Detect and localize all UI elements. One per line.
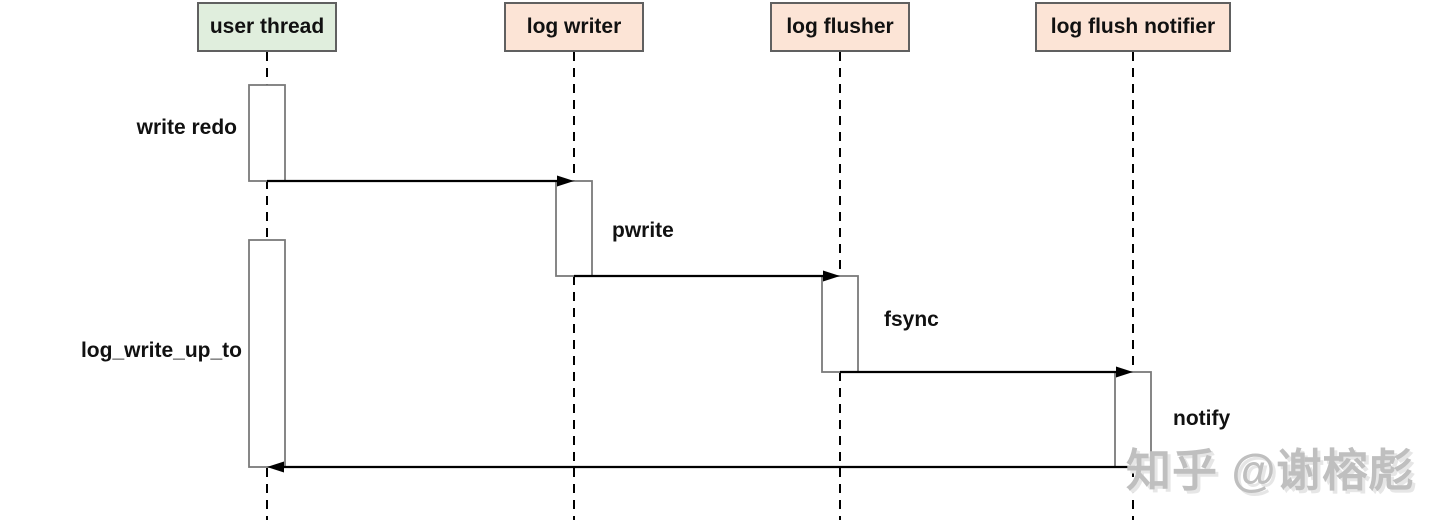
- label-write-redo: write redo: [136, 116, 237, 139]
- arrowhead-right-icon: [823, 270, 840, 282]
- label-pwrite: pwrite: [612, 219, 674, 242]
- arrow-return-notifier-to-user-thread: [267, 461, 1133, 473]
- label-notify: notify: [1173, 407, 1231, 430]
- message-arrows: [267, 175, 1133, 473]
- arrow-user-thread-to-log-writer: [267, 175, 574, 187]
- actor-box-user-thread: user thread: [197, 2, 337, 52]
- activation-fsync: [821, 275, 859, 373]
- arrowhead-right-icon: [1116, 366, 1133, 378]
- zhihu-watermark: 知乎 @谢榕彪: [1126, 445, 1415, 496]
- arrow-log-flusher-to-log-flush-notifier: [840, 366, 1133, 378]
- arrow-log-writer-to-log-flusher: [574, 270, 840, 282]
- actor-box-log-flusher: log flusher: [770, 2, 910, 52]
- activation-pwrite: [555, 180, 593, 277]
- actor-box-log-writer: log writer: [504, 2, 644, 52]
- actor-box-log-flush-notifier: log flush notifier: [1035, 2, 1231, 52]
- arrowhead-right-icon: [557, 175, 574, 187]
- activation-log-write-up-to: [248, 239, 286, 468]
- arrowhead-left-icon: [267, 461, 284, 473]
- activation-write-redo: [248, 84, 286, 182]
- label-fsync: fsync: [884, 308, 939, 331]
- lifelines: [266, 52, 1134, 520]
- label-log-write-up-to: log_write_up_to: [80, 339, 242, 362]
